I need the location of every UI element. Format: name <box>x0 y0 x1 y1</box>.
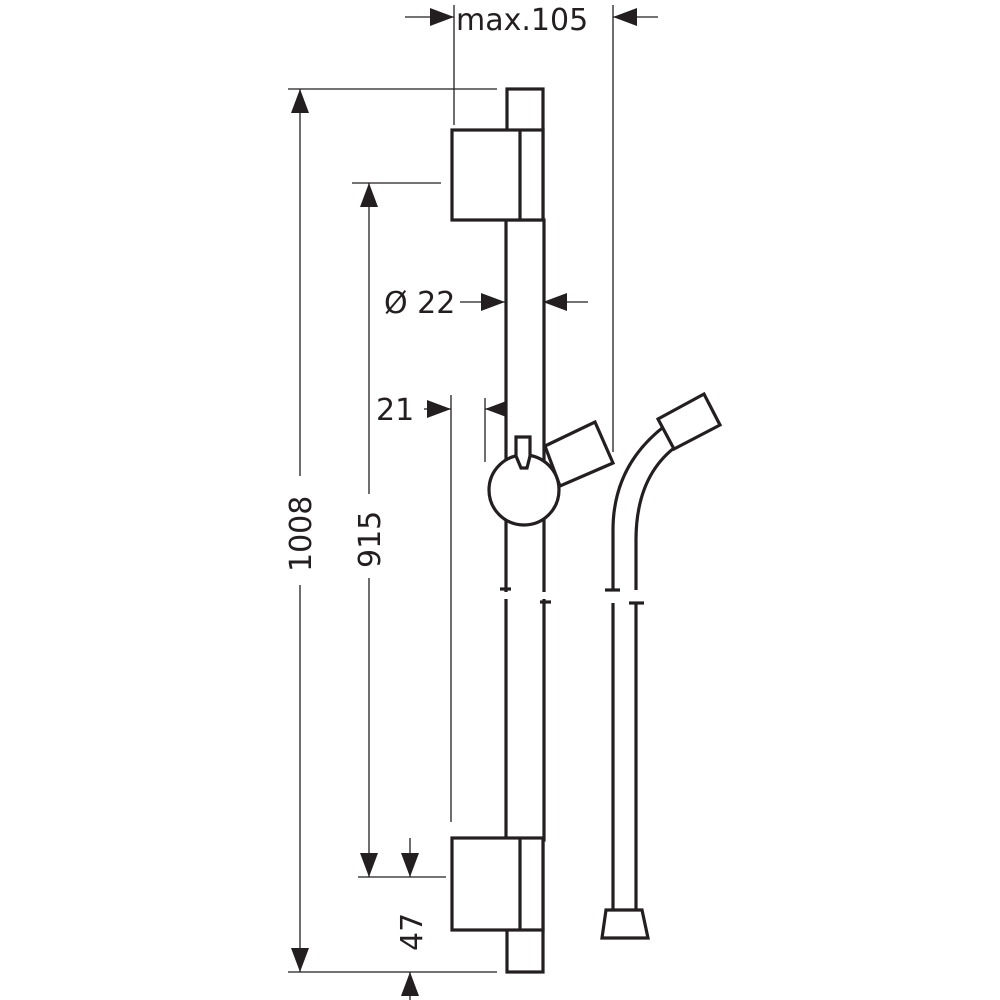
rail-pipe <box>504 218 546 842</box>
arrow <box>401 972 419 996</box>
arrow <box>291 948 309 972</box>
arrow <box>401 853 419 877</box>
arrow <box>543 293 567 311</box>
total-length-dimension: 1008 <box>284 89 319 972</box>
shower-hose <box>600 391 723 940</box>
total-length-label: 1008 <box>284 496 319 572</box>
mount-distance-label: 915 <box>353 511 388 568</box>
diameter-label: Ø 22 <box>384 286 455 321</box>
extension-lines <box>288 5 614 973</box>
arrow <box>291 89 309 113</box>
mount-distance-dimension: 915 <box>353 183 388 877</box>
max-depth-dimension: max.105 <box>405 3 658 38</box>
arrow <box>427 400 451 418</box>
top-wall-bracket <box>450 128 545 222</box>
offset-label: 21 <box>376 393 414 428</box>
arrow <box>360 183 378 207</box>
max-depth-label: max.105 <box>456 3 588 38</box>
arrow <box>613 8 637 26</box>
slider-holder <box>487 419 616 527</box>
slider-lever <box>514 435 532 470</box>
bottom-offset-label: 47 <box>395 913 430 951</box>
diameter-dimension: Ø 22 <box>384 286 588 321</box>
bottom-wall-bracket <box>450 836 545 932</box>
bottom-offset-dimension: 47 <box>395 838 430 1000</box>
arrow <box>481 293 505 311</box>
arrow <box>360 853 378 877</box>
hose-outer-upper <box>611 423 667 590</box>
rail-break-mark <box>495 592 555 599</box>
arrow <box>485 400 509 418</box>
hose-inner-upper <box>634 443 679 590</box>
hose-bottom-nut <box>600 908 650 940</box>
arrow <box>430 8 454 26</box>
hose-top-nut <box>655 391 723 452</box>
